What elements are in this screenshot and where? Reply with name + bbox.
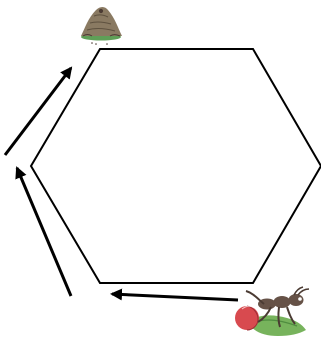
arrow-bottom [110, 288, 239, 302]
arrows [3, 66, 239, 302]
ant-with-apple-icon [235, 286, 310, 336]
arrow-left [15, 166, 73, 297]
hexagon [29, 48, 321, 284]
anthill-icon [81, 7, 122, 45]
arrow-top-left [3, 66, 73, 156]
